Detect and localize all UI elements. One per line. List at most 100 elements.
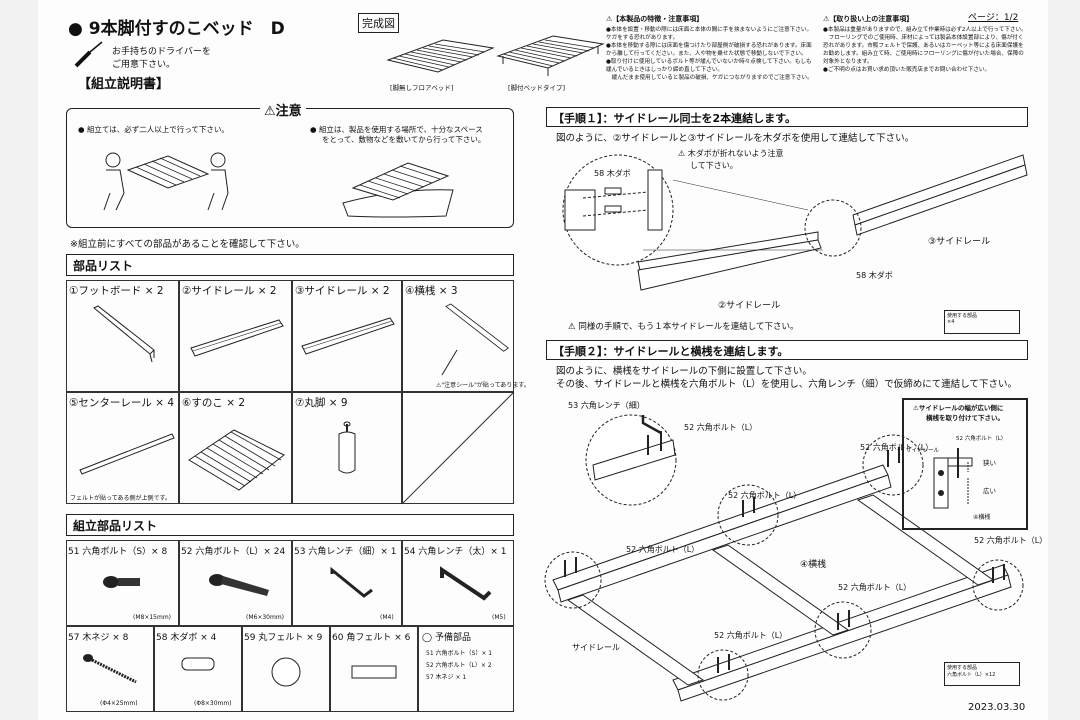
part-label-3: ③サイドレール × 2 [295,285,390,297]
hardware-label-60: 60 角フェルト × 6 [332,633,411,643]
hardware-label-57: 57 木ネジ × 8 [68,633,129,643]
step1-rail2-label: ②サイドレール [718,301,781,311]
step1-diagram [562,154,1028,291]
notes-handling-title: ⚠【取り扱い上の注意事項】 [823,15,914,23]
part-label-4: ④横桟 × 3 [405,285,458,297]
step2-bolt-label: 52 六角ボルト（L） [684,423,758,432]
part-label-2: ②サイドレール × 2 [182,285,277,297]
step2-bolt-label: 52 六角ボルト（L） [860,443,934,452]
bed-on-rug-illustration [342,162,454,218]
hardware-cell [66,626,154,712]
round-leg-drawing [338,421,356,474]
hardware-label-51: 51 六角ボルト（S）× 8 [68,547,168,557]
page-number: ページ：1/2 [968,13,1019,23]
notes-features-title: ⚠【本製品の特徴・注意事項】 [606,15,704,23]
part-cell [292,392,402,504]
hardware-cell [330,626,418,712]
step1-dowel-label: 58 木ダボ [594,169,631,178]
step2-bolt-label: 52 六角ボルト（L） [728,491,802,500]
hardware-size-57: (Φ4×25mm) [100,700,138,707]
caution-item-2a: ● 組立は、製品を使用する場所で、十分なスペース [310,125,483,134]
hardware-list-title: 組立部品リスト [66,514,514,536]
notes-handling-list: ●本製品は重量がありますので、組み立て作業時は必ず2人以上で行って下さい。 フロ… [823,26,1028,74]
part-cell [66,280,179,392]
part-label-5: ⑤センターレール × 4 [69,397,175,409]
notes-features-line: ●取り付けに使用しているボルト等が緩んでいないか時々点検して下さい。もしも緩んで… [606,59,812,73]
inset-crossbar-label: ④横桟 [973,514,991,521]
hardware-cell [242,626,330,712]
hardware-cell [179,540,292,626]
hardware-cell [66,540,179,626]
spare-item: 52 六角ボルト（L）× 2 [426,662,492,669]
hardware-cell [292,540,402,626]
part-cell [179,280,292,392]
hardware-label-53: 53 六角レンチ（細）× 1 [294,547,397,557]
bolt-s-drawing [103,576,140,588]
inset-title-2: 横桟を取り付けて下さい。 [926,414,1004,422]
inset-bolt-label: 52 六角ボルト（L） [956,436,1007,442]
part-label-7: ⑦丸脚 × 9 [295,397,348,409]
caution-title: ⚠注意 [260,100,306,119]
notes-handling-line: ●本製品は重量がありますので、組み立て作業時は必ず2人以上で行って下さい。 [823,27,1027,33]
notes-handling-line: フローリングでのご使用時、床材によっては製品本体設置部により、傷が付く恐れがあり… [823,35,1024,65]
hardware-label-59: 59 丸フェルト × 9 [244,633,323,643]
step1-title: 【手順１】：サイドレール同士を2本連結します。 [546,107,1028,127]
step2-siderail-label: サイドレール [572,643,620,652]
slatted-base-drawing [188,429,285,491]
step2-diagram [544,414,1024,702]
hardware-label-58: 58 木ダボ × 4 [156,633,217,643]
document-title: ● 9本脚付すのこベッド D [68,19,285,39]
driver-note-line2: ご用意下さい。 [112,60,176,70]
caution-item-2b: をとって、敷物などを敷いてから行って下さい。 [322,135,486,144]
step2-bolt-label: 52 六角ボルト（L） [974,536,1048,545]
empty-cell-cross [401,391,515,505]
step2-bolt-label: 52 六角ボルト（L） [838,583,912,592]
caption-floor-bed: [脚無しフロアベッド] [390,84,454,92]
hardware-size-58: (Φ8×30mm) [194,700,232,707]
driver-note-line1: お手持ちのドライバーを [112,47,211,57]
hex-wrench-thin-drawing [330,566,373,598]
step2-parts-used: 使用する部品六角ボルト（L）×12 [944,662,1020,686]
check-note: ※組立前にすべての部品があることを確認して下さい。 [70,239,305,250]
crossbar-drawing [441,303,510,376]
step2-inset [902,398,1028,530]
step2-wrench-label: 53 六角レンチ（細） [568,401,645,410]
square-felt-drawing [351,665,397,679]
inset-diagram [933,448,973,509]
step2-description-1: 図のように、横桟をサイドレールの下側に設置して下さい。 [556,366,812,377]
round-felt-drawing [271,657,301,687]
step1-repeat-note: ⚠ 同様の手順で、もう１本サイドレールを連結して下さい。 [568,322,799,332]
parts-list-title: 部品リスト [66,254,514,276]
completion-badge: 完成図 [358,13,399,33]
manual-label: 【組立説明書】 [78,77,170,92]
step1-description: 図のように、②サイドレールと③サイドレールを木ダボを使用して連結して下さい。 [556,133,915,144]
step1-parts-used: 使用する部品×4 [944,310,1020,334]
hardware-size-53: (M4) [380,614,394,621]
hardware-size-54: (M5) [492,614,506,621]
hex-wrench-thick-drawing [440,566,492,601]
hardware-label-54: 54 六角レンチ（太）× 1 [404,547,507,557]
felt-note: フェルトが貼ってある側が上側です。 [70,495,171,502]
inset-title-1: ⚠サイドレールの幅が広い側に [913,404,1004,412]
part-cell-empty [402,392,514,504]
inset-narrow-label: 狭い [983,459,996,467]
notes-features-line: 緩んだまま使用していると製品の破損、ケガにつながりますのでご注意下さい。 [606,75,813,81]
hardware-cell [154,626,242,712]
step2-bolt-label: 52 六角ボルト（L） [626,545,700,554]
caution-item-1: ● 組立ては、必ず二人以上で行って下さい。 [78,125,229,134]
wood-dowel-drawing [181,657,215,671]
step2-crossbar-label: ④横桟 [800,560,827,570]
bolt-l-drawing [209,574,269,596]
step2-bolt-label: 52 六角ボルト（L） [714,631,788,640]
wood-screw-drawing [83,654,137,684]
inset-rail-label: サイドレール [906,448,940,454]
step1-dowel-label-2: 58 木ダボ [856,271,893,280]
part-cell [179,392,292,504]
manual-page: ● 9本脚付すのこベッド D 完成図 お手持ちのドライバーを ご用意下さい。 【… [38,0,1048,720]
spare-item: 57 木ネジ × 1 [426,674,467,681]
step1-dowel-warning-2: して下さい。 [690,161,738,170]
hardware-size-51: (M8×15mm) [133,614,172,621]
step1-dowel-warning: ⚠ 木ダボが折れないよう注意 [678,149,784,158]
siderail2-drawing [190,319,284,357]
hardware-size-52: (M6×30mm) [246,614,285,621]
